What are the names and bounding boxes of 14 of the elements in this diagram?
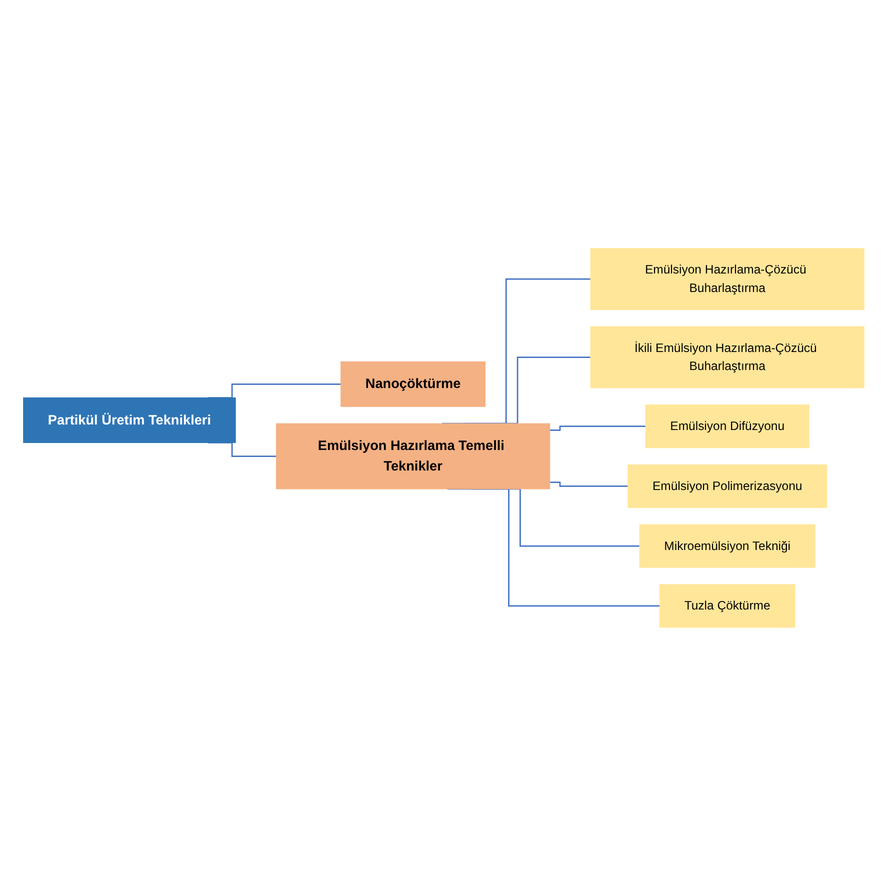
node-box <box>22 398 236 444</box>
node-box <box>590 326 864 388</box>
node-box <box>590 248 864 310</box>
node-box <box>659 584 795 628</box>
node-box <box>627 464 827 508</box>
node-box <box>340 361 486 408</box>
connector <box>550 426 646 431</box>
node-box <box>639 524 816 568</box>
connector <box>464 356 590 424</box>
node-box <box>645 404 810 448</box>
node-box <box>276 423 550 490</box>
tree-diagram: Partikül Üretim Teknikleri Nanoçöktürme Emülsiyon Hazırlama Temelli Teknikler Emülsiyon Hazırlama-Çözücü Buharlaştırma İkili Emülsiyon Hazırlama-Çözücü Buharlaştırma Emülsiyon Difüzyonu Emülsiyon Polimerizasyonu Mikroemülsiyon Tekniği Tuzla Çöktürme <box>18 243 870 633</box>
connector <box>550 482 628 487</box>
connector <box>442 278 590 424</box>
